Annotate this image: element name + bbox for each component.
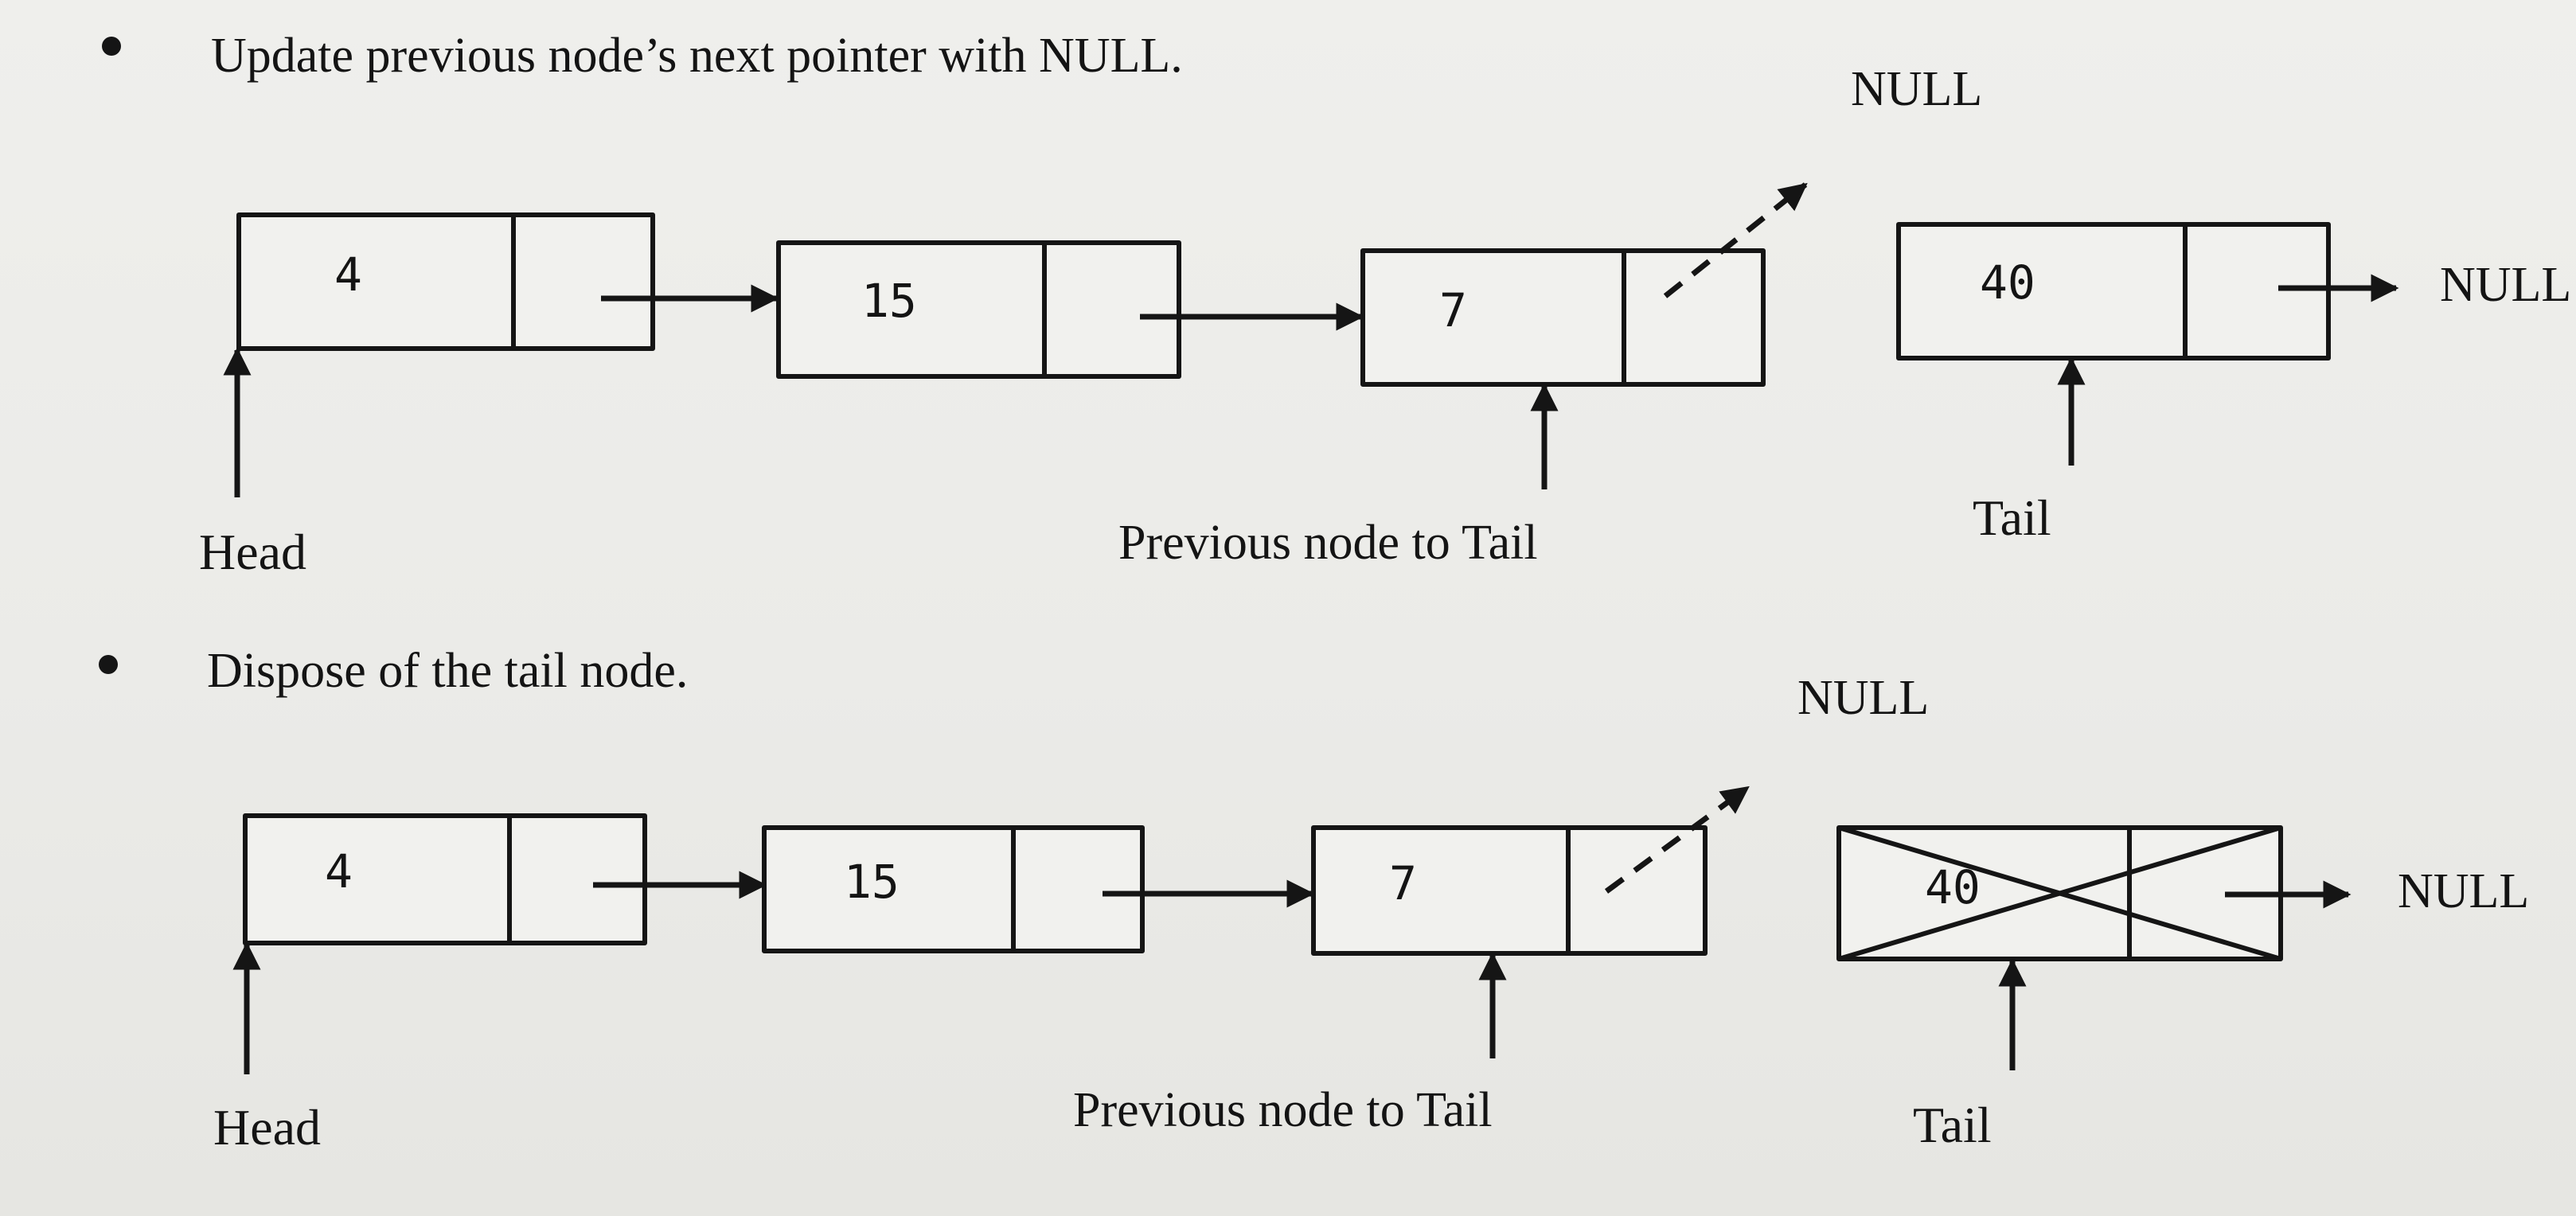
step-1-bullet xyxy=(102,37,121,56)
step-1-node-3: 7 xyxy=(1360,248,1766,387)
step-1-null-pointer-arrow xyxy=(1663,182,1808,298)
step-2-node-3: 7 xyxy=(1311,825,1708,956)
step-1-node-3-value: 7 xyxy=(1439,283,1467,337)
step-1-text: Update previous node’s next pointer with… xyxy=(211,29,1183,83)
step-2-null-right-label: NULL xyxy=(2398,864,2529,918)
step-2-node-3-value: 7 xyxy=(1389,856,1417,910)
step-2-null-pointer-arrow xyxy=(1604,785,1750,894)
step-1: Update previous node’s next pointer with… xyxy=(102,29,2571,580)
step-2-null-top-label: NULL xyxy=(1797,671,1929,725)
step-2: Dispose of the tail node. 4 15 7 xyxy=(99,644,2529,1156)
step-1-previous-label: Previous node to Tail xyxy=(1118,516,1538,570)
step-1-node-4-value: 40 xyxy=(1980,255,2035,310)
step-2-node-2-value: 15 xyxy=(844,855,900,909)
step-1-tail-label: Tail xyxy=(1973,489,2051,546)
step-1-node-4: 40 xyxy=(1896,222,2331,361)
step-1-node-2: 15 xyxy=(776,240,1181,379)
step-1-node-2-box xyxy=(776,240,1181,379)
step-2-disposed-cross-line-2 xyxy=(1838,825,2281,961)
step-2-node-1: 4 xyxy=(243,813,647,945)
step-1-null-top-label: NULL xyxy=(1851,62,1982,116)
step-2-previous-label: Previous node to Tail xyxy=(1073,1083,1493,1137)
step-2-node-1-value: 4 xyxy=(325,844,353,898)
step-2-node-1-box xyxy=(243,813,647,945)
step-1-node-2-value: 15 xyxy=(861,274,917,328)
step-1-node-1-box xyxy=(236,212,655,351)
step-1-null-right-label: NULL xyxy=(2440,258,2571,312)
step-2-bullet xyxy=(99,655,118,674)
step-2-node-2-box xyxy=(762,825,1145,953)
step-2-node-3-box xyxy=(1311,825,1708,956)
step-1-head-label: Head xyxy=(199,524,306,580)
step-1-node-1-value: 4 xyxy=(334,247,362,302)
step-1-node-3-box xyxy=(1360,248,1766,387)
step-2-node-4: 40 xyxy=(1836,825,2283,961)
step-2-node-2: 15 xyxy=(762,825,1145,953)
step-1-node-1: 4 xyxy=(236,212,655,351)
step-2-head-label: Head xyxy=(213,1099,321,1156)
step-2-tail-label: Tail xyxy=(1913,1097,1992,1153)
step-2-text: Dispose of the tail node. xyxy=(207,644,688,698)
step-1-node-4-box xyxy=(1896,222,2331,361)
